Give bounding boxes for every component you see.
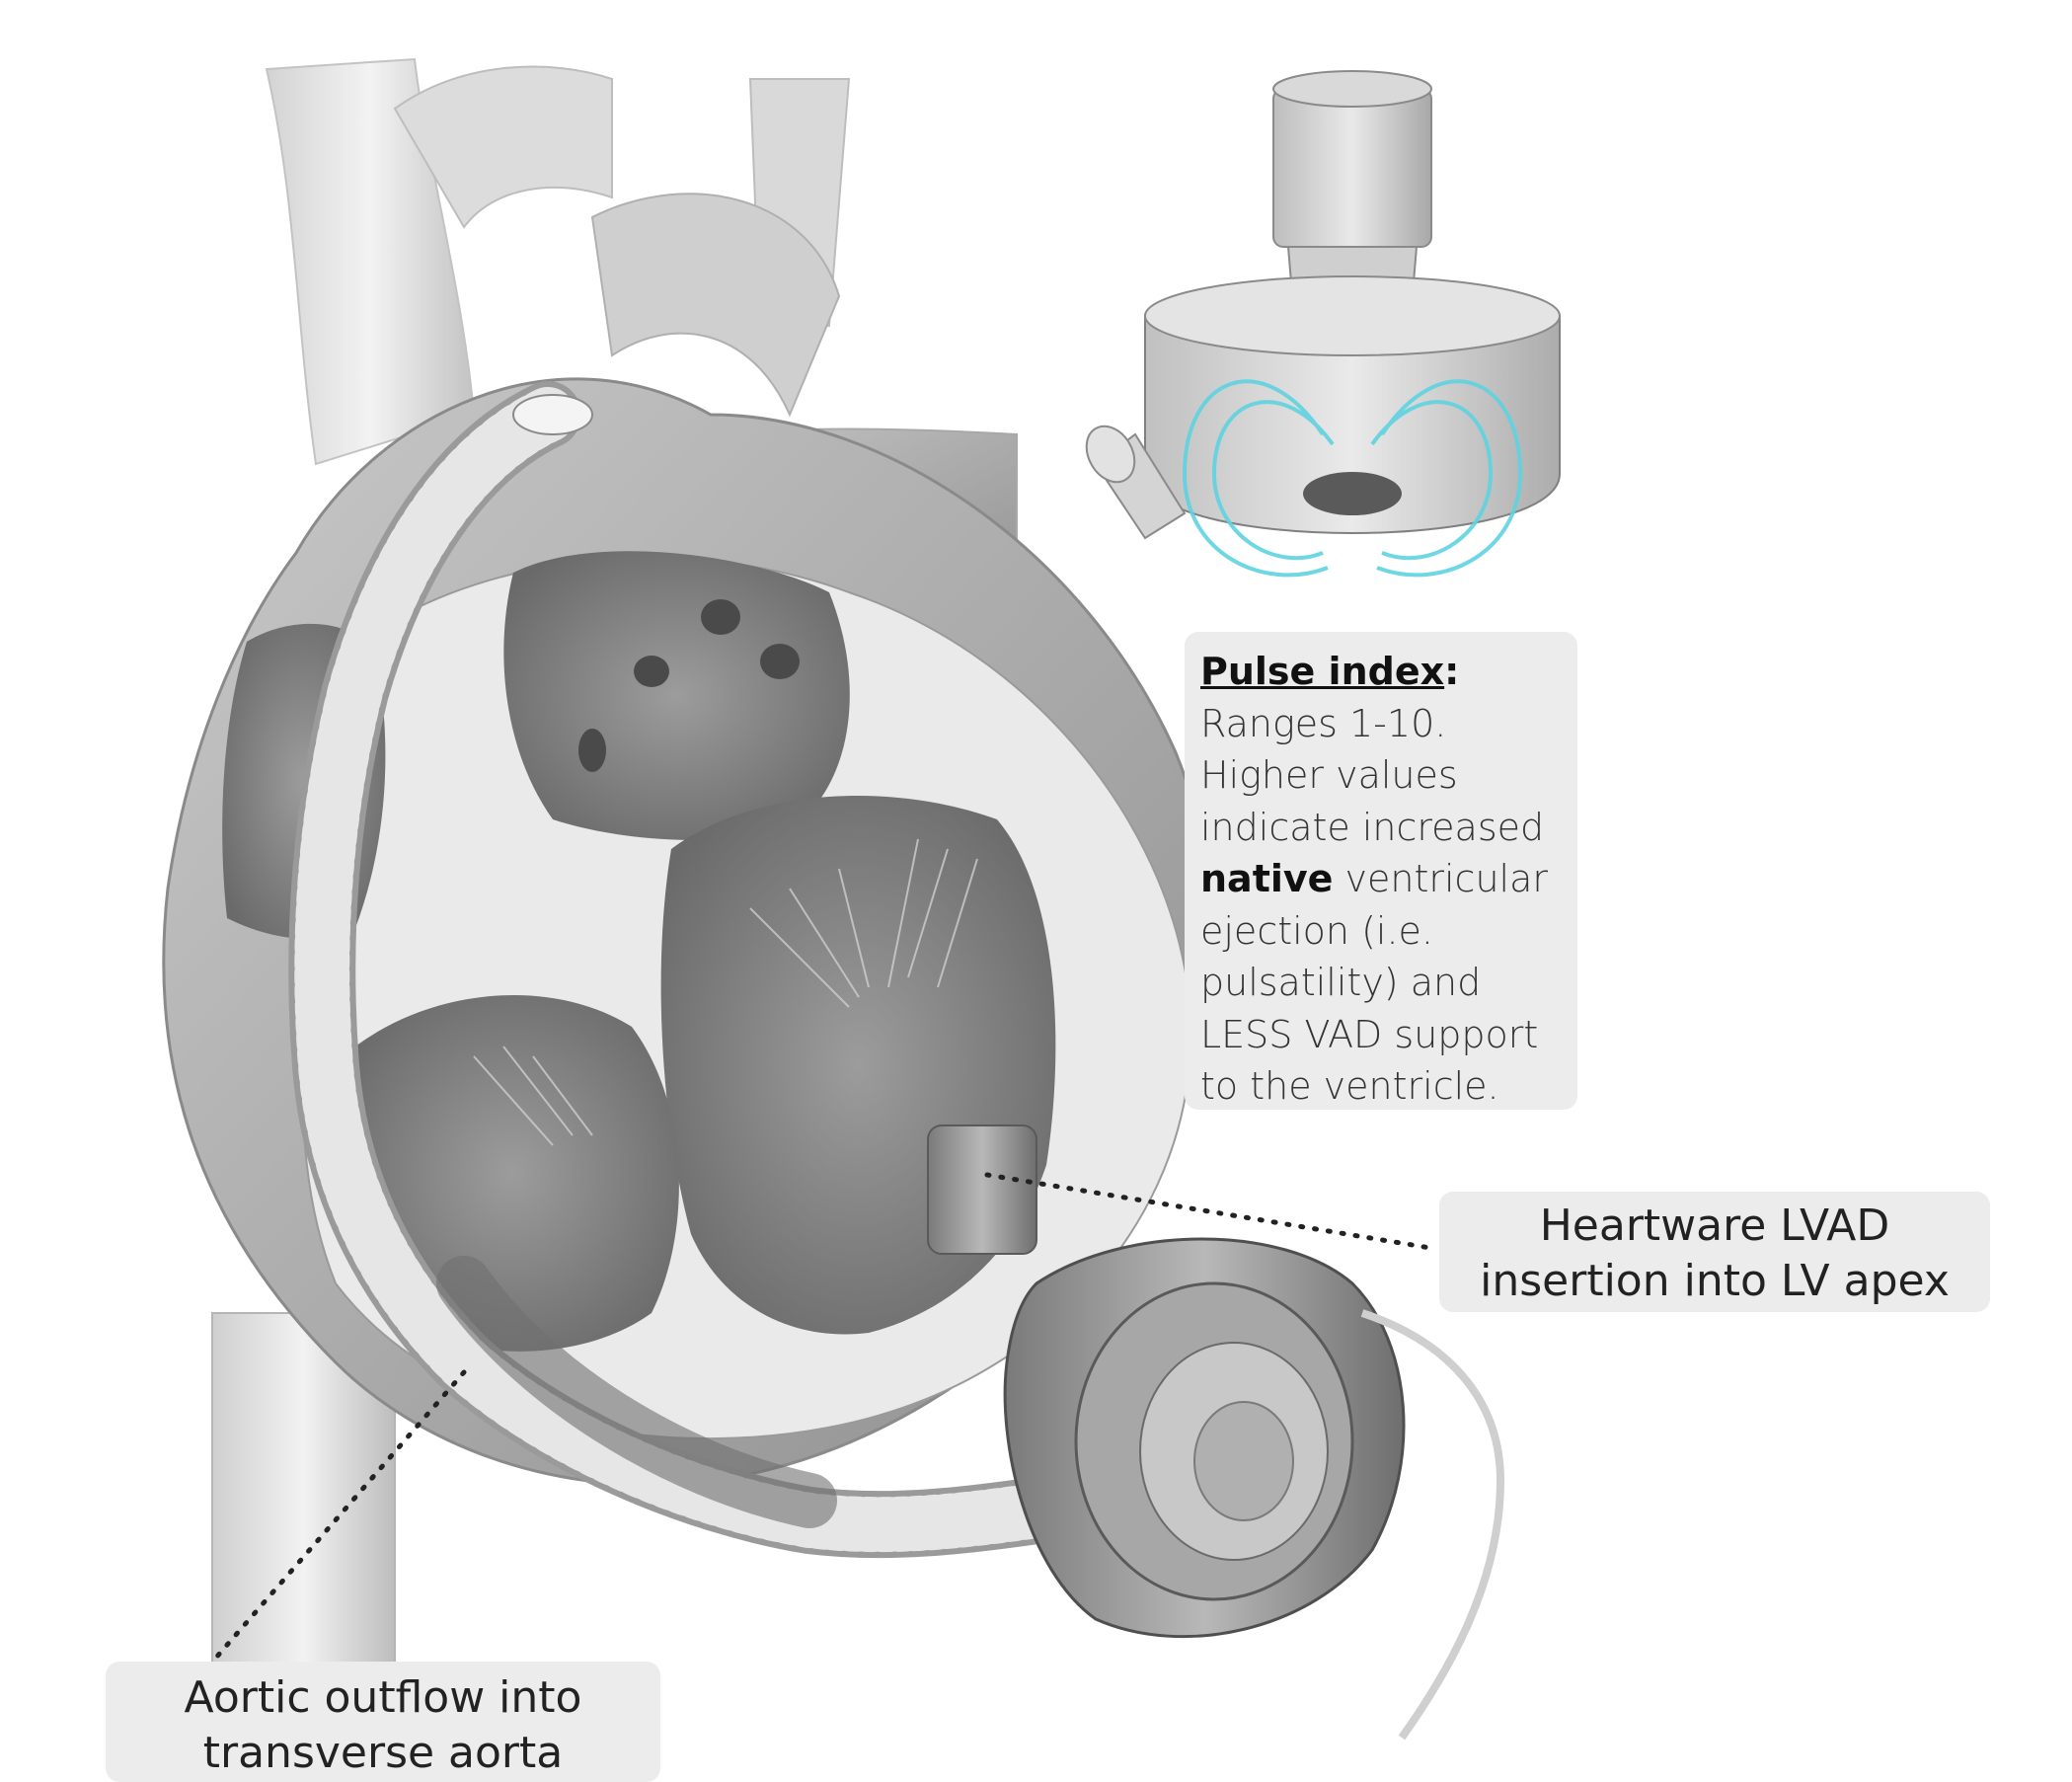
pulse-index-line-7: LESS VAD support xyxy=(1200,1012,1539,1056)
pulse-index-line-8: to the ventricle. xyxy=(1200,1064,1499,1108)
lvad-inflow-cannula xyxy=(927,1124,1037,1255)
pulse-index-line-1: Ranges 1-10. xyxy=(1200,701,1447,745)
pulse-index-native-word: native xyxy=(1200,857,1334,900)
pump-device-inset xyxy=(1085,70,1561,578)
pulse-index-line-4: native ventricular xyxy=(1200,853,1577,905)
pulse-index-callout: Pulse index: Ranges 1-10. Higher values … xyxy=(1185,632,1577,1110)
aortic-leader-line xyxy=(212,1369,467,1662)
aortic-callout-line-1: Aortic outflow into xyxy=(184,1672,582,1723)
aortic-outflow-callout: Aortic outflow into transverse aorta xyxy=(106,1662,660,1782)
lvad-callout-line-1: Heartware LVAD xyxy=(1539,1201,1890,1251)
pulse-index-line-4-rest: ventricular xyxy=(1333,857,1548,900)
pulse-index-line-5: ejection (i.e. xyxy=(1200,908,1433,953)
lvad-pump-housing xyxy=(1003,1237,1505,1741)
aortic-callout-line-2: transverse aorta xyxy=(202,1728,564,1778)
lvad-insertion-callout: Heartware LVAD insertion into LV apex xyxy=(1439,1192,1990,1312)
pulse-index-line-3: indicate increased xyxy=(1200,805,1545,849)
pulse-index-line-6: pulsatility) and xyxy=(1200,961,1482,1004)
pulse-index-heading: Pulse index xyxy=(1200,650,1445,693)
outflow-graft xyxy=(288,381,1070,1559)
pulse-index-heading-line: Pulse index: xyxy=(1200,646,1577,698)
pulse-index-heading-colon: : xyxy=(1444,650,1460,693)
lvad-callout-line-2: insertion into LV apex xyxy=(1480,1256,1950,1306)
pulse-index-line-2: Higher values xyxy=(1200,753,1458,797)
leader-lines xyxy=(212,1172,1439,1662)
